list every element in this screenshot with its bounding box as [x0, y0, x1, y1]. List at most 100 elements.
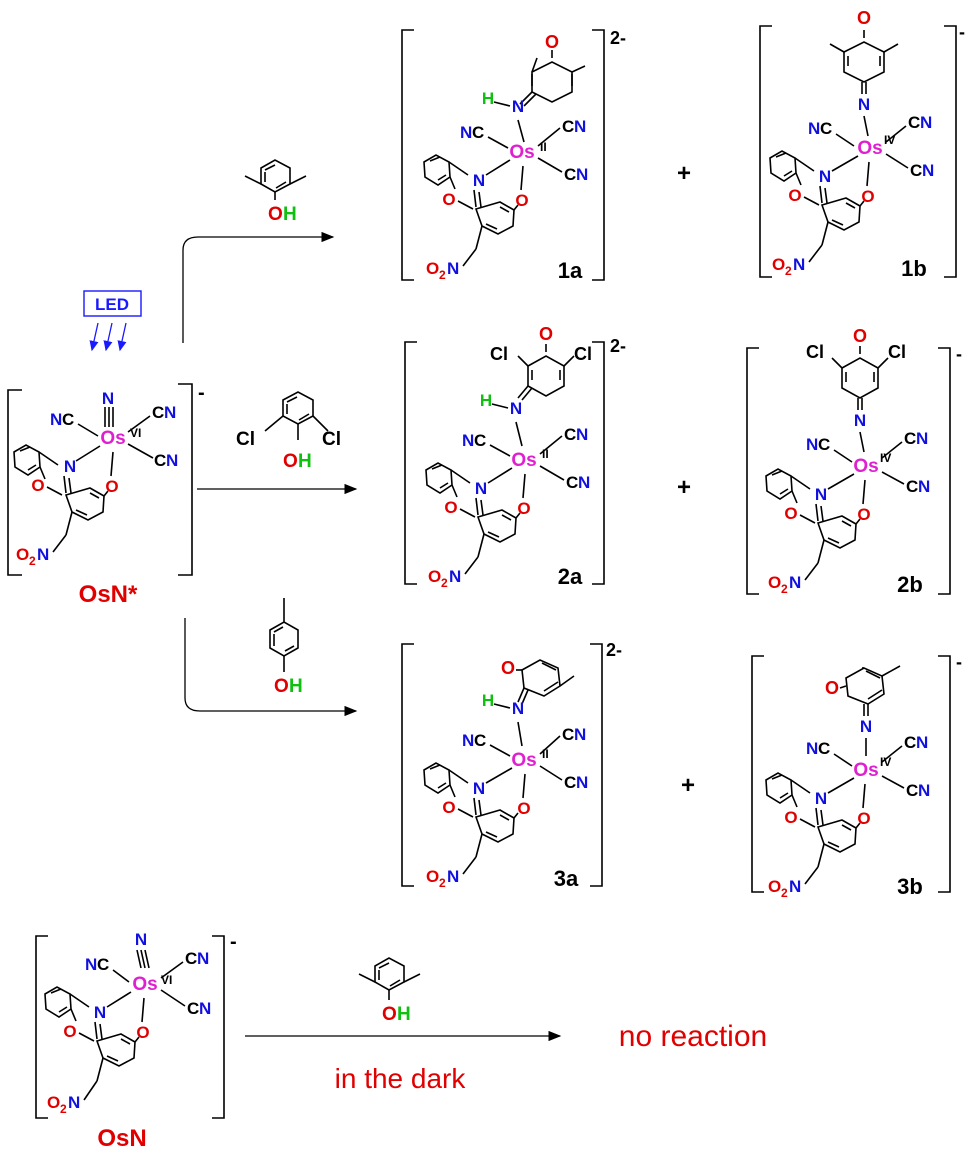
- svg-text:Os: Os: [511, 450, 536, 471]
- arrow-to-1: [182, 231, 335, 343]
- svg-text:O: O: [545, 32, 559, 52]
- svg-text:IV: IV: [880, 451, 891, 465]
- svg-text:C: C: [906, 781, 918, 800]
- svg-text:C: C: [474, 431, 486, 450]
- svg-text:O: O: [517, 799, 530, 818]
- svg-text:Os: Os: [853, 456, 878, 477]
- svg-text:O: O: [857, 809, 870, 828]
- plus-sign: +: [677, 160, 691, 187]
- svg-text:O: O: [501, 658, 515, 678]
- svg-text:IV: IV: [880, 755, 891, 769]
- svg-text:H: H: [482, 89, 494, 108]
- svg-text:C: C: [820, 119, 832, 138]
- light-arrow-icon: [117, 322, 127, 352]
- light-arrow-icon: [103, 322, 113, 352]
- svg-text:Cl: Cl: [236, 429, 255, 450]
- condition-label: in the dark: [335, 1063, 467, 1094]
- svg-text:N: N: [462, 731, 474, 750]
- reagent-p-cresol: O H: [269, 598, 303, 697]
- svg-text:N: N: [512, 699, 524, 718]
- product-2b: - O Cl Cl N Os IV N C C N C N N O O: [746, 326, 962, 597]
- led-box: [83, 290, 142, 317]
- svg-text:N: N: [576, 773, 588, 792]
- svg-text:Os: Os: [511, 750, 536, 771]
- svg-text:O: O: [517, 499, 530, 518]
- compound-label: 2a: [558, 564, 583, 589]
- arrow-to-3: [184, 618, 358, 717]
- svg-text:II: II: [542, 447, 549, 461]
- svg-text:O: O: [442, 190, 455, 209]
- svg-text:N: N: [815, 485, 827, 504]
- product-2a: 2- O Cl Cl N H Os II N C C N C N N O: [404, 324, 626, 590]
- svg-text:N: N: [473, 779, 485, 798]
- no-reaction-label: no reaction: [619, 1020, 767, 1053]
- svg-text:O: O: [784, 504, 797, 523]
- svg-text:O: O: [442, 798, 455, 817]
- plus-sign: +: [677, 474, 691, 501]
- svg-text:2-: 2-: [610, 28, 626, 48]
- svg-text:C: C: [904, 733, 916, 752]
- svg-text:C: C: [185, 949, 197, 968]
- svg-text:O: O: [283, 451, 298, 472]
- reagent-dimethylphenol: O H: [244, 159, 307, 225]
- svg-text:N: N: [85, 955, 97, 974]
- svg-text:N: N: [197, 949, 209, 968]
- svg-text:N: N: [815, 789, 827, 808]
- svg-text:O: O: [784, 808, 797, 827]
- svg-text:2: 2: [439, 876, 446, 890]
- svg-text:N: N: [860, 717, 872, 736]
- svg-text:C: C: [904, 429, 916, 448]
- svg-text:2: 2: [785, 264, 792, 278]
- svg-text:C: C: [562, 725, 574, 744]
- svg-text:2: 2: [781, 886, 788, 900]
- svg-text:O: O: [853, 326, 867, 346]
- svg-text:Cl: Cl: [490, 344, 508, 364]
- svg-text:N: N: [94, 1003, 106, 1022]
- compound-label: 1a: [558, 258, 583, 283]
- svg-text:Os: Os: [853, 760, 878, 781]
- svg-text:-: -: [956, 652, 962, 672]
- svg-text:N: N: [806, 435, 818, 454]
- svg-text:N: N: [164, 403, 176, 422]
- os-atom: Os: [100, 428, 125, 449]
- svg-text:C: C: [187, 999, 199, 1018]
- reagent-dichlorophenol: Cl Cl O H: [236, 391, 341, 472]
- svg-text:VI: VI: [161, 973, 172, 987]
- svg-text:C: C: [566, 473, 578, 492]
- svg-text:O: O: [274, 676, 289, 697]
- charge: -: [198, 382, 205, 404]
- svg-text:N: N: [64, 457, 76, 476]
- svg-text:O: O: [768, 877, 781, 896]
- svg-text:O: O: [136, 1023, 149, 1042]
- svg-text:H: H: [283, 204, 297, 225]
- svg-text:N: N: [916, 429, 928, 448]
- svg-text:C: C: [474, 731, 486, 750]
- svg-text:N: N: [68, 1093, 80, 1112]
- dark-complex: - N Os VI N C C N C N N O O O 2 N OsN: [35, 930, 237, 1152]
- svg-text:N: N: [793, 255, 805, 274]
- product-1a: 2- O N H Os II N C C N C N N O O: [401, 28, 626, 283]
- svg-text:C: C: [910, 161, 922, 180]
- svg-text:N: N: [576, 165, 588, 184]
- svg-text:N: N: [512, 97, 524, 116]
- svg-text:O: O: [539, 324, 553, 344]
- svg-text:N: N: [854, 411, 866, 430]
- svg-text:N: N: [475, 479, 487, 498]
- svg-text:N: N: [447, 867, 459, 886]
- svg-text:C: C: [908, 113, 920, 132]
- svg-text:C: C: [97, 955, 109, 974]
- svg-text:N: N: [916, 733, 928, 752]
- svg-text:Cl: Cl: [574, 344, 592, 364]
- product-1b: - O N Os IV N C C N C N N O O O: [759, 8, 965, 281]
- svg-text:N: N: [166, 451, 178, 470]
- svg-text:N: N: [920, 113, 932, 132]
- svg-text:O: O: [861, 187, 874, 206]
- svg-text:H: H: [298, 451, 312, 472]
- svg-text:N: N: [808, 119, 820, 138]
- svg-text:H: H: [482, 691, 494, 710]
- bracket-right: [178, 383, 193, 576]
- svg-text:N: N: [789, 877, 801, 896]
- svg-text:2: 2: [439, 268, 446, 282]
- svg-text:N: N: [135, 930, 147, 949]
- svg-text:C: C: [564, 165, 576, 184]
